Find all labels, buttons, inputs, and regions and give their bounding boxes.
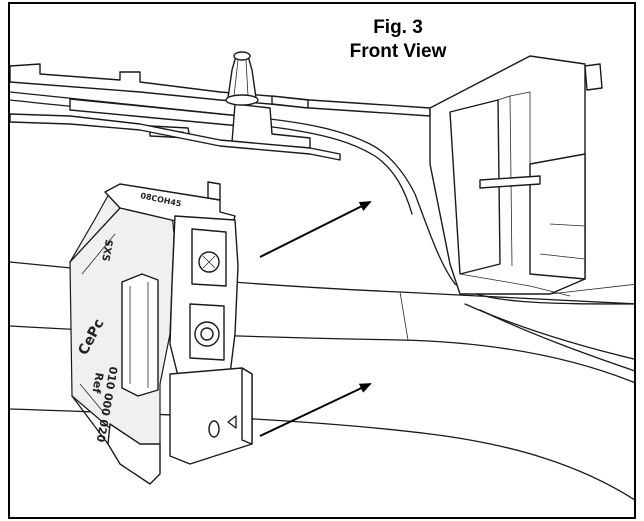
figure-view-title: Front View — [349, 41, 447, 62]
upper-arrow — [259, 201, 372, 258]
figure-label: Fig. 3 — [373, 17, 423, 38]
figure-frame: 08COH45 SXS CePc 010 000 020 Ref Fig. 3 … — [8, 2, 636, 519]
front-view-drawing: 08COH45 SXS CePc 010 000 020 Ref — [10, 51, 634, 501]
top-rail — [10, 63, 431, 161]
cone-post — [225, 51, 259, 106]
right-bracket — [429, 55, 603, 297]
clip-part: 08COH45 SXS CePc 010 000 020 Ref — [69, 181, 253, 485]
code-marking-2: Ref — [89, 371, 105, 394]
side-marking: SXS — [99, 238, 114, 262]
lower-arrow — [259, 383, 372, 437]
arrows — [259, 201, 372, 437]
